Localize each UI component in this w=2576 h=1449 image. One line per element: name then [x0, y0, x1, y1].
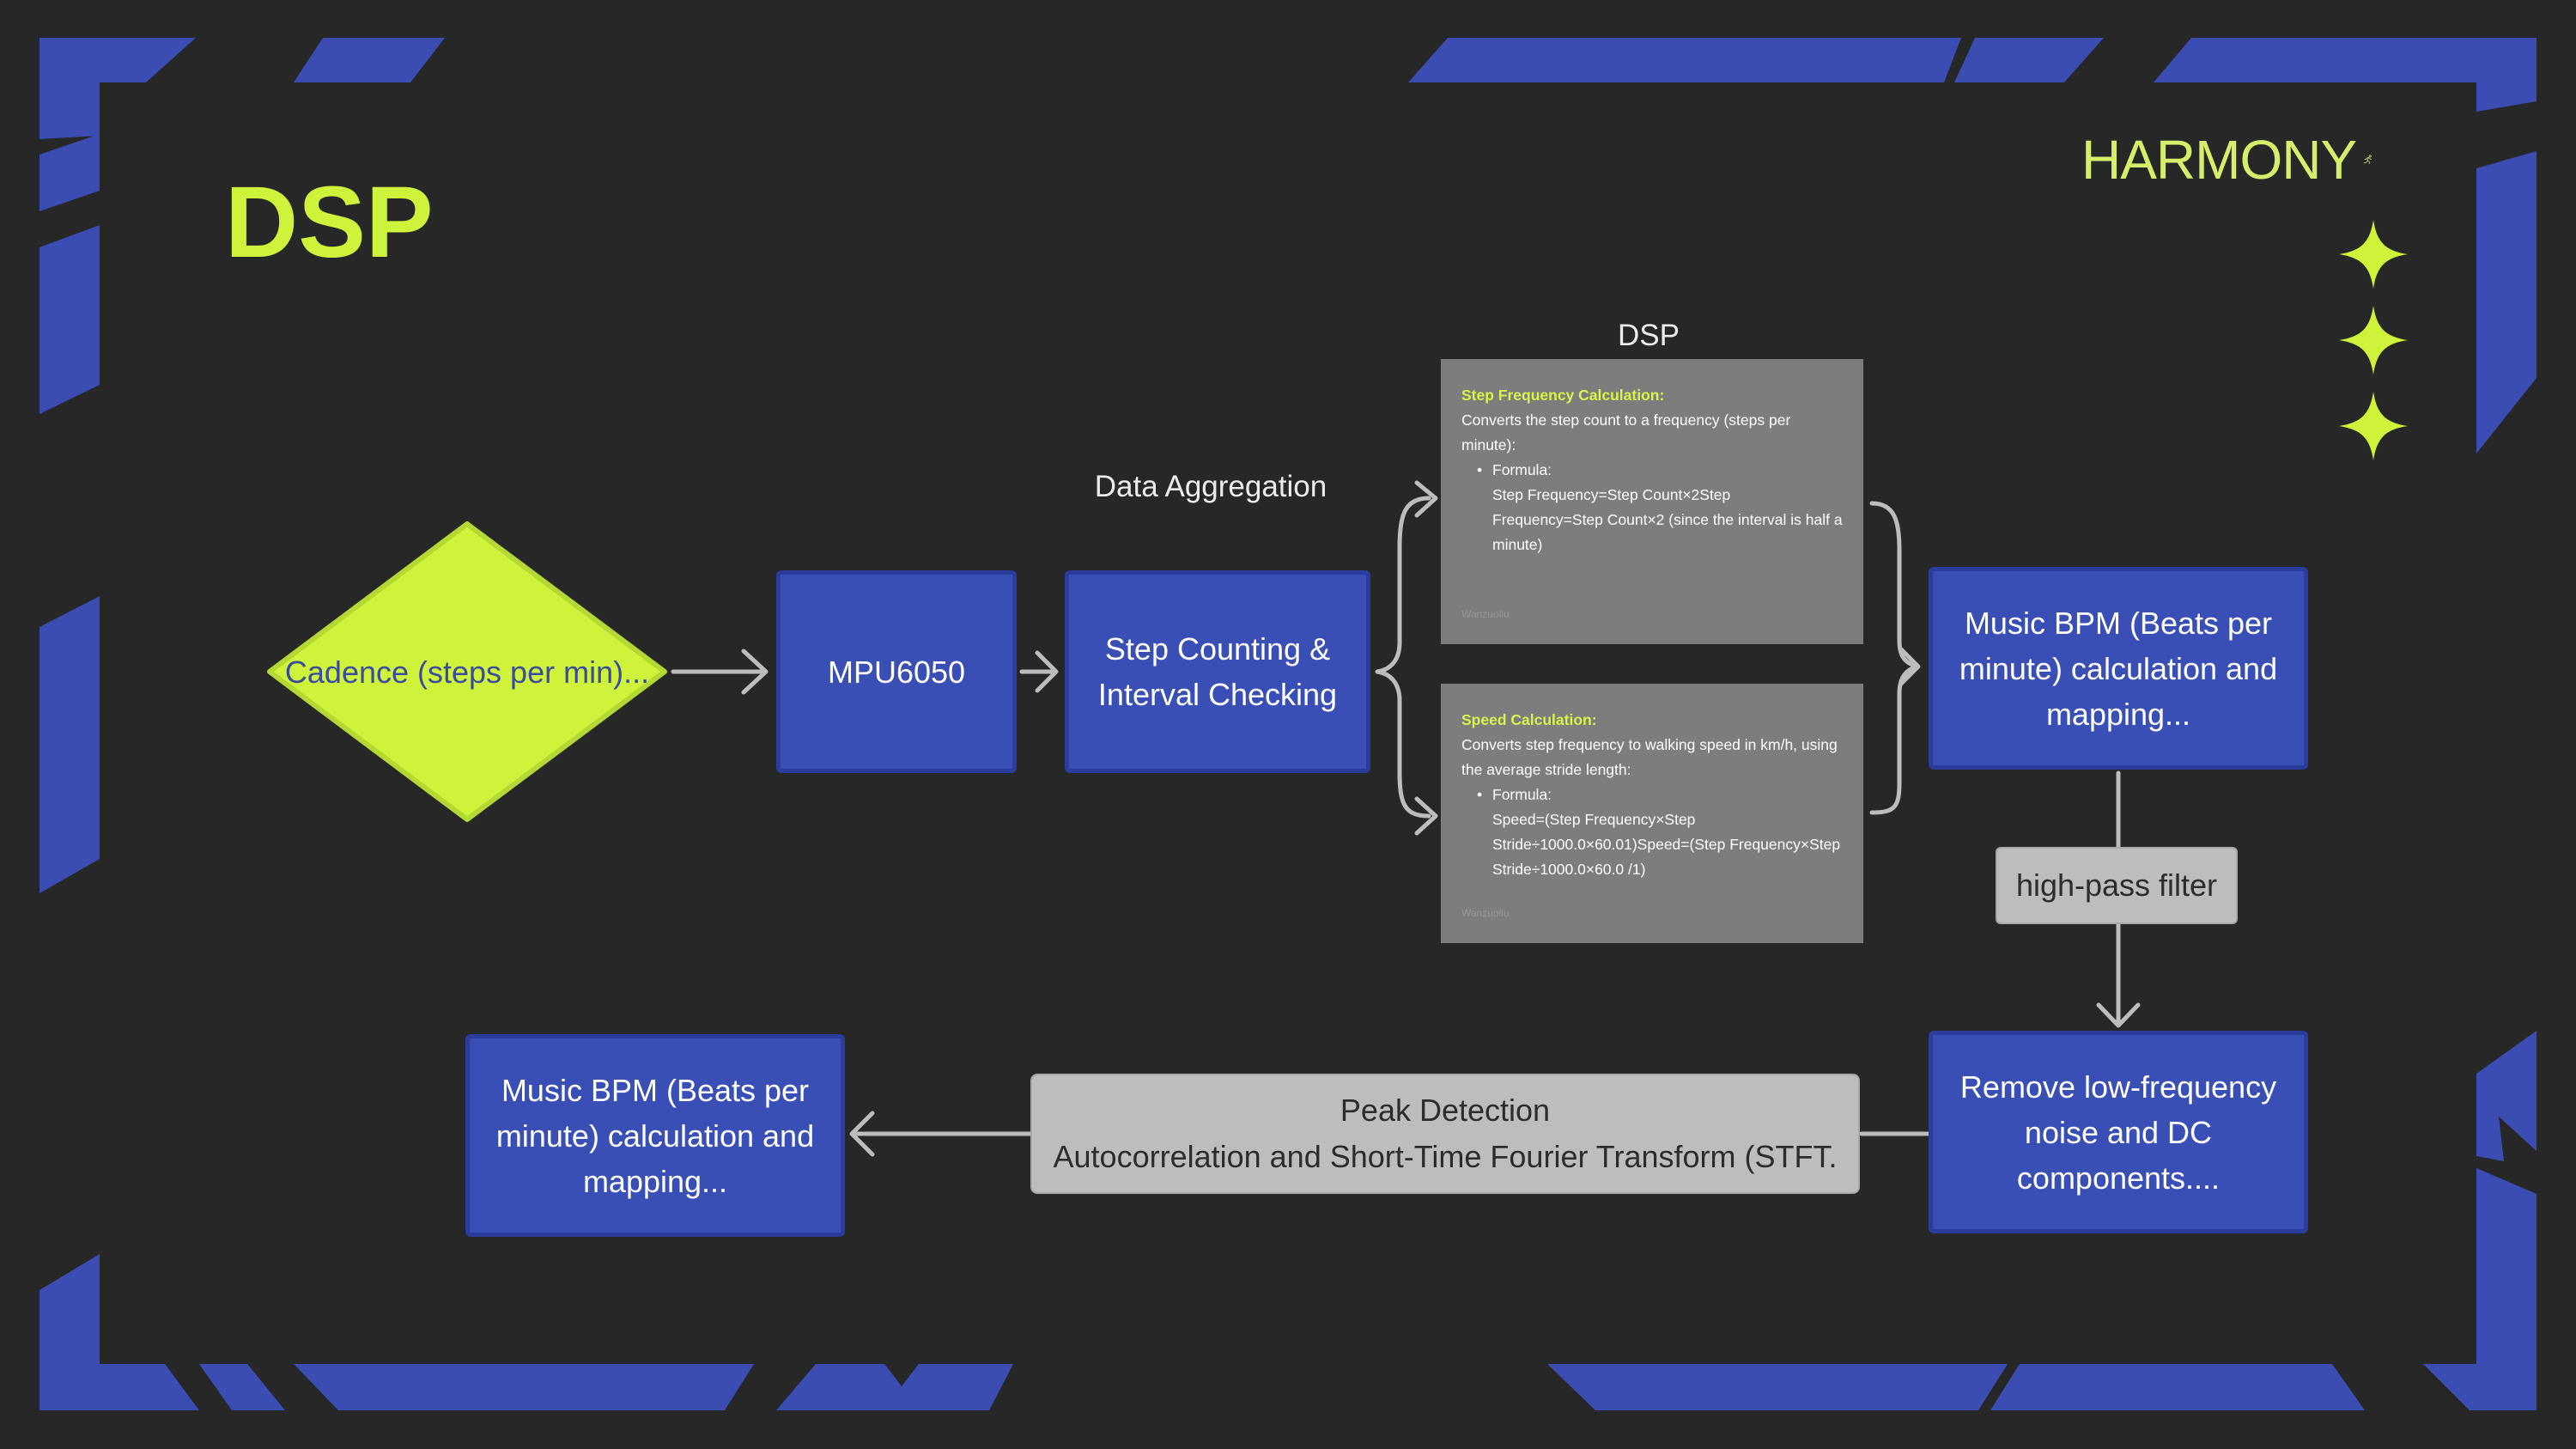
step-counting-node: Step Counting & Interval Checking — [1065, 570, 1370, 773]
sparkle-icons — [2339, 220, 2408, 460]
peak-detection-title: Peak Detection — [1340, 1093, 1551, 1128]
data-aggregation-caption: Data Aggregation — [1094, 470, 1327, 503]
step-frequency-card: Step Frequency Calculation: Converts the… — [1441, 359, 1863, 644]
harmony-logo: HARMONY — [2081, 125, 2373, 194]
step-frequency-card-title: Step Frequency Calculation: — [1461, 387, 1665, 404]
frame-bar-bottom-left-2 — [294, 1364, 754, 1410]
cadence-diamond-node — [267, 521, 667, 822]
dsp-group-caption: DSP — [1618, 319, 1680, 352]
speed-card-description: Converts step frequency to walking speed… — [1461, 736, 1838, 778]
frame-bar-bottom-right-1 — [1547, 1364, 2008, 1410]
frame-bar-top-left — [294, 38, 445, 82]
frame-bar-right-1 — [2476, 151, 2537, 454]
speed-card: Speed Calculation: Converts step frequen… — [1441, 684, 1863, 943]
sparkle-icon — [2339, 220, 2408, 289]
frame-corner-top-left — [39, 38, 196, 139]
sparkle-icon — [2339, 306, 2408, 374]
step-frequency-card-description: Converts the step count to a frequency (… — [1461, 411, 1791, 454]
speed-card-title: Speed Calculation: — [1461, 711, 1597, 728]
step-frequency-card-bullet: Formula: — [1477, 458, 1844, 483]
frame-bar-left-3 — [39, 596, 100, 893]
frame-bar-right-2 — [2476, 1031, 2537, 1161]
frame-bar-bottom-left-3 — [776, 1364, 1013, 1410]
speed-card-bullet: Formula: — [1477, 782, 1844, 807]
peak-detection-method: Autocorrelation and Short-Time Fourier T… — [1053, 1139, 1838, 1174]
music-bpm-bottom-node: Music BPM (Beats per minute) calculation… — [465, 1034, 845, 1237]
sparkle-icon — [2339, 392, 2408, 460]
speed-card-footer: Wanzuoliu — [1461, 907, 1510, 919]
remove-noise-node: Remove low-frequency noise and DC compon… — [1929, 1031, 2308, 1233]
frame-bar-top-right-2 — [1954, 38, 2104, 82]
frame-bar-left-2 — [39, 225, 100, 414]
speed-card-bullets: Formula: — [1461, 782, 1844, 807]
runner-icon — [2363, 155, 2372, 165]
speed-card-formula: Speed=(Step Frequency×Step Stride÷1000.0… — [1492, 811, 1841, 878]
frame-bar-left-1 — [39, 134, 100, 211]
mpu6050-node: MPU6050 — [776, 570, 1017, 773]
high-pass-filter-label: high-pass filter — [1996, 847, 2238, 924]
page-title: DSP — [225, 166, 434, 279]
music-bpm-top-node: Music BPM (Beats per minute) calculation… — [1929, 567, 2308, 770]
logo-text: HARMONY — [2081, 129, 2357, 191]
peak-detection-label: Peak Detection Autocorrelation and Short… — [1030, 1074, 1860, 1194]
step-frequency-card-footer: Wanzuoliu — [1461, 608, 1510, 620]
frame-bar-top-right-1 — [1408, 38, 1961, 82]
frame-bar-bottom-left-1 — [199, 1364, 285, 1410]
frame-corner-bottom-right — [2423, 1168, 2537, 1410]
frame-corner-top-right — [2154, 38, 2537, 112]
frame-bar-bottom-right-2 — [1990, 1364, 2365, 1410]
cadence-node-label: Cadence (steps per min)... — [284, 654, 650, 690]
frame-corner-bottom-left — [39, 1254, 199, 1410]
step-frequency-card-formula: Step Frequency=Step Count×2Step Frequenc… — [1492, 486, 1843, 553]
step-frequency-card-bullets: Formula: — [1461, 458, 1844, 483]
